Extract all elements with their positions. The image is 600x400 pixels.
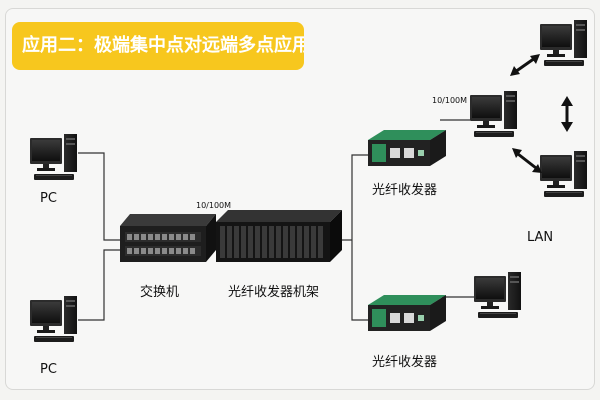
chassis-speed-label: 10/100M xyxy=(196,201,232,210)
diagram-frame xyxy=(5,8,595,390)
network-switch-icon xyxy=(120,214,216,262)
double-arrow-icon xyxy=(510,54,540,76)
transceiver-rack-icon xyxy=(216,210,342,262)
pc-top-label: PC xyxy=(40,191,57,206)
double-arrow-icon xyxy=(561,96,573,132)
lan-computer-middle-icon xyxy=(470,91,517,137)
pc-bottom-computer-icon xyxy=(30,296,77,342)
switch-label: 交换机 xyxy=(140,285,180,300)
lan-computer-top-icon xyxy=(540,20,587,66)
diagram-title: 应用二：极端集中点对远端多点应用 xyxy=(12,22,304,70)
transceiver-bottom-label: 光纤收发器 xyxy=(372,355,438,370)
lan-computer-bottom-icon xyxy=(540,151,587,197)
transceiver-top-media-converter-icon xyxy=(368,130,446,166)
transceiver-bottom-media-converter-icon xyxy=(368,295,446,331)
pc-top-computer-icon xyxy=(30,134,77,180)
remote-computer-icon xyxy=(474,272,521,318)
double-arrow-icon xyxy=(512,148,542,173)
lan-label: LAN xyxy=(527,230,554,245)
pc-bottom-label: PC xyxy=(40,362,57,377)
transceiver-speed-label: 10/100M xyxy=(432,96,468,105)
chassis-label: 光纤收发器机架 xyxy=(228,285,320,300)
transceiver-top-label: 光纤收发器 xyxy=(372,183,438,198)
